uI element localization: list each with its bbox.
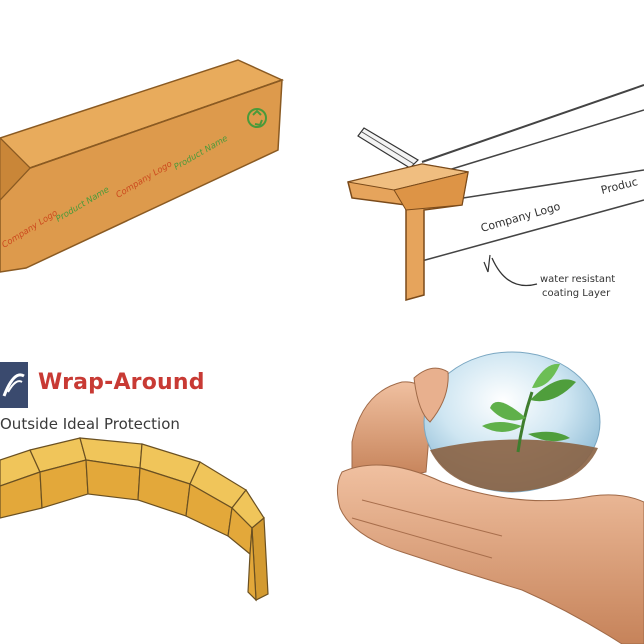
box-profile-panel: Company Logo Product Name Company Logo P…	[0, 0, 322, 322]
eco-hands-illustration	[336, 351, 644, 644]
edge-label-coating-1: water resistant	[540, 274, 615, 285]
wrap-around-arch-illustration	[0, 437, 269, 602]
wrap-around-panel: Wrap-Around Outside Ideal Protection	[0, 322, 322, 644]
edge-protector-illustration: Company Logo Produc water resistant coat…	[347, 84, 644, 301]
wrap-around-title: Wrap-Around	[38, 370, 205, 395]
edge-protector-panel: Company Logo Produc water resistant coat…	[322, 0, 644, 322]
edge-label-product: Produc	[600, 175, 639, 197]
wrap-around-subtitle: Outside Ideal Protection	[0, 415, 180, 433]
edge-label-coating-2: coating Layer	[542, 288, 611, 299]
recycle-icon	[247, 108, 267, 128]
edge-label-company-logo: Company Logo	[479, 200, 562, 235]
logo-icon	[0, 362, 28, 408]
eco-hands-panel	[322, 322, 644, 644]
plant-icon	[482, 363, 576, 453]
box-profile-illustration: Company Logo Product Name Company Logo P…	[0, 59, 285, 273]
